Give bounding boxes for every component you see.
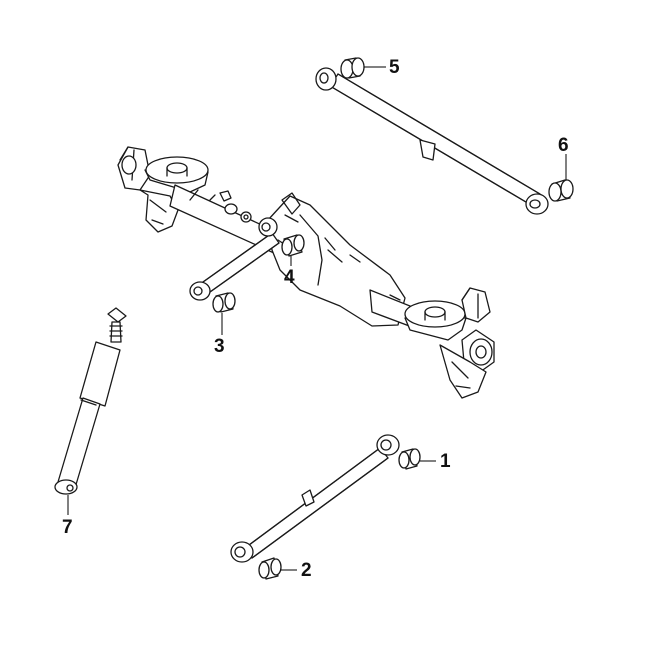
lower-control-arm: [230, 434, 400, 563]
bushing-5: [340, 57, 365, 79]
callout-7: 7: [62, 517, 73, 538]
shock-absorber: [54, 307, 127, 495]
callout-4: 4: [284, 267, 295, 288]
bushing-6: [548, 179, 574, 202]
bushing-1: [398, 448, 421, 470]
callout-3: 3: [214, 336, 225, 357]
lateral-link: [189, 217, 280, 301]
bushing-4: [281, 234, 305, 257]
callout-5: 5: [389, 57, 400, 78]
bushing-2: [258, 557, 282, 580]
callout-2: 2: [301, 560, 312, 581]
upper-control-arm: [315, 67, 549, 215]
bushing-3: [212, 292, 236, 313]
callout-6: 6: [558, 135, 569, 156]
axle-housing: [117, 146, 495, 399]
callout-1: 1: [440, 451, 451, 472]
